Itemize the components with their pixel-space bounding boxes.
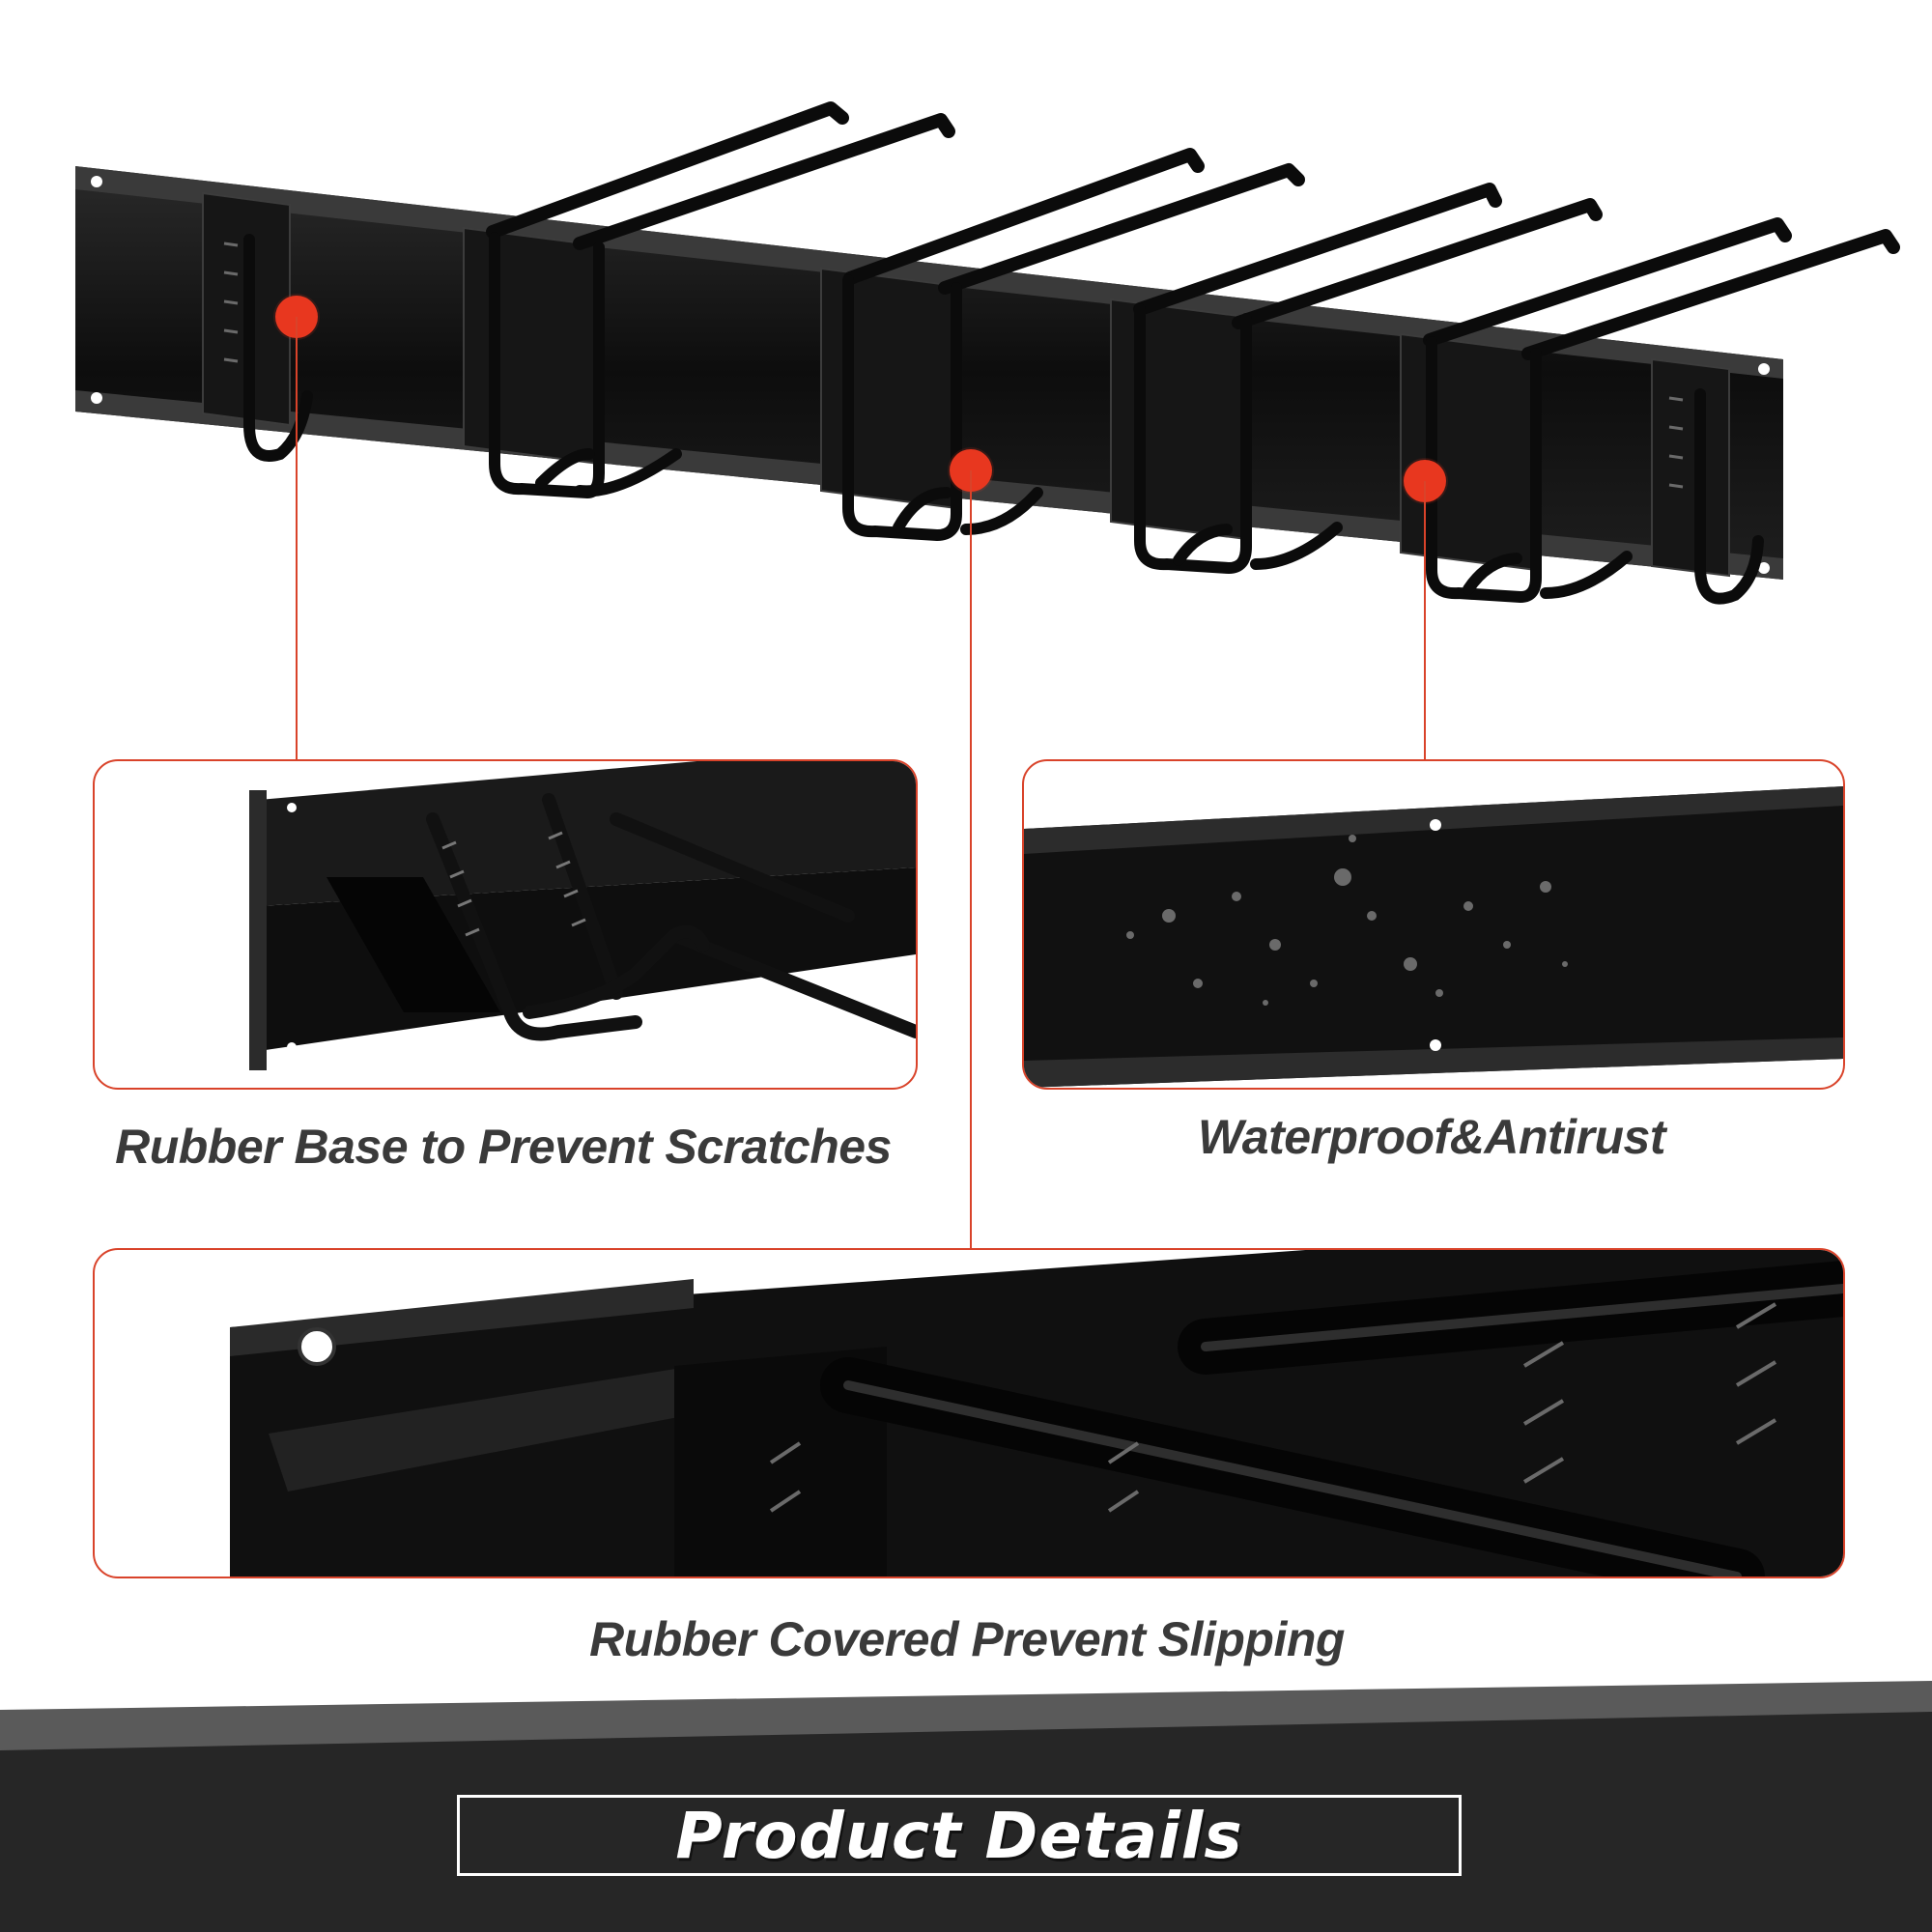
leader-line-waterproof <box>1424 481 1426 759</box>
rubber-covered-detail-image <box>230 1250 1843 1577</box>
detail-frame-rubber-base <box>93 759 918 1090</box>
waterproof-detail-image <box>1024 786 1843 1088</box>
caption-rubber-covered: Rubber Covered Prevent Slipping <box>589 1612 1345 1666</box>
wall-rack-product-image <box>75 101 1900 605</box>
caption-waterproof: Waterproof&Antirust <box>1197 1110 1666 1164</box>
caption-rubber-base: Rubber Base to Prevent Scratches <box>115 1120 892 1174</box>
footer-band <box>0 1681 1932 1932</box>
leader-line-rubber-covered <box>970 470 972 1249</box>
rubber-base-detail-image <box>249 761 916 1070</box>
detail-frame-rubber-covered <box>93 1248 1845 1578</box>
footer-title: Product Details <box>675 1798 1243 1873</box>
footer-title-frame: Product Details <box>457 1795 1462 1876</box>
leader-line-rubber-base <box>296 317 298 759</box>
detail-frame-waterproof <box>1022 759 1845 1090</box>
